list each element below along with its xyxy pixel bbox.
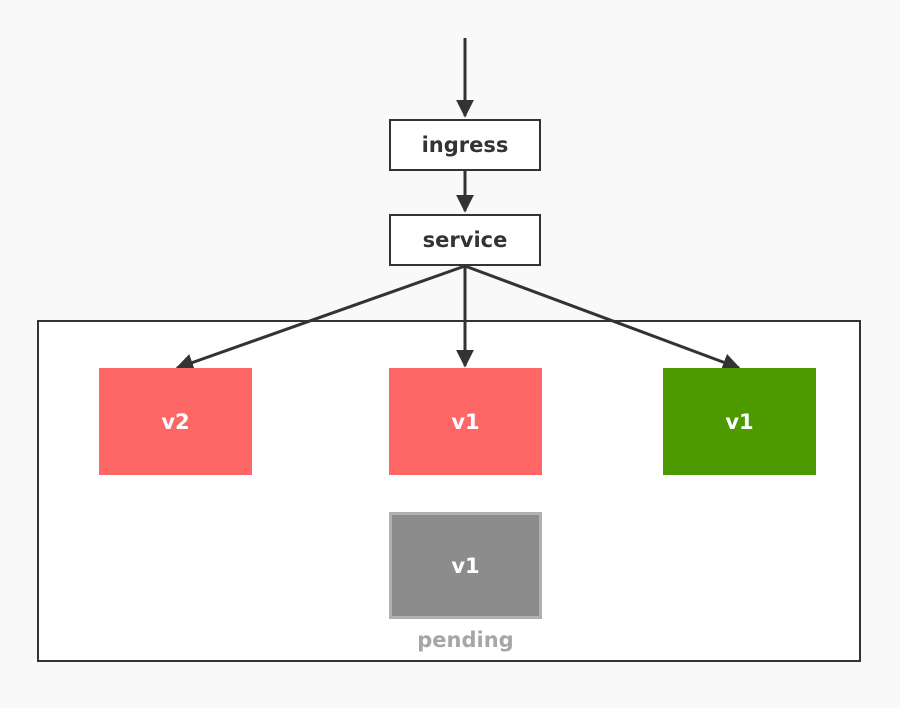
- pod-label: v2: [161, 409, 190, 434]
- edge-service-to-pod-v2: [175, 264, 466, 372]
- pod-v2: v2: [99, 368, 252, 475]
- pod-v1-middle: v1: [389, 368, 542, 475]
- pending-status-label: pending: [417, 628, 514, 652]
- ingress-node: ingress: [389, 119, 541, 171]
- service-label: service: [422, 228, 508, 252]
- service-node: service: [389, 214, 541, 266]
- edge-service-to-pod-v1-right: [464, 264, 741, 371]
- pod-label: v1: [451, 409, 480, 434]
- ingress-label: ingress: [421, 133, 509, 157]
- pod-label: v1: [725, 409, 754, 434]
- pod-label: v1: [451, 553, 480, 578]
- pod-v1-pending: v1: [389, 512, 542, 619]
- pod-v1-right: v1: [663, 368, 816, 475]
